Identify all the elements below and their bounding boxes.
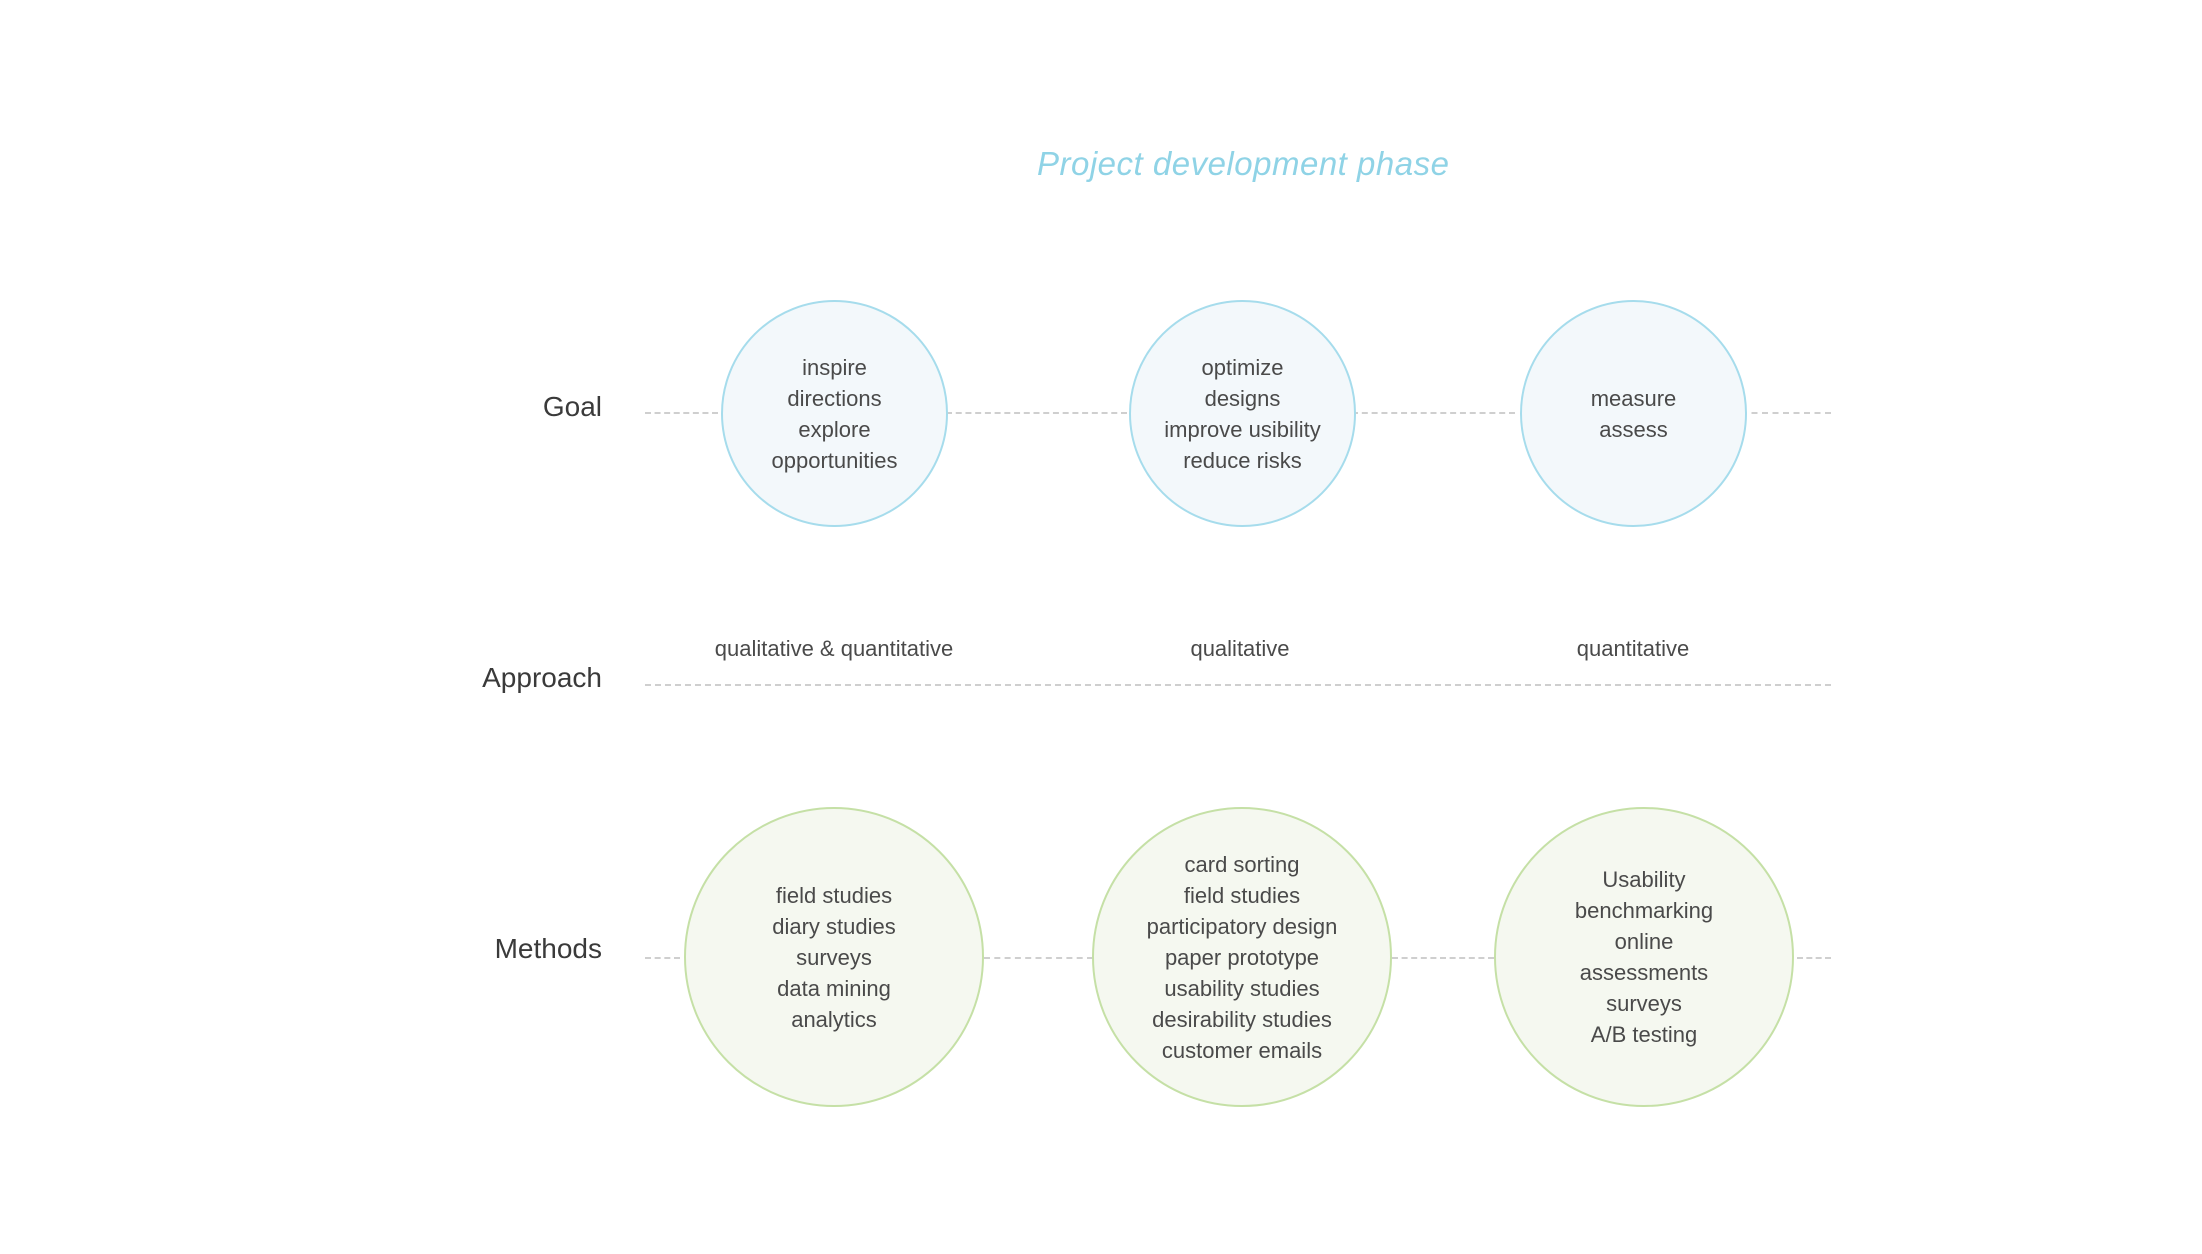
method-text: desirability studies — [1152, 1006, 1332, 1032]
approach-label: qualitative — [1190, 636, 1290, 661]
method-text: data mining — [777, 975, 891, 1001]
method-text: Usability — [1602, 867, 1686, 892]
goal-circle: optimize designs improve usibility reduc… — [1129, 300, 1356, 527]
goal-text: improve usibility — [1164, 416, 1321, 442]
method-circle: card sorting field studies participatory… — [1092, 807, 1392, 1107]
row-label-approach: Approach — [482, 662, 602, 693]
method-text: customer emails — [1161, 1037, 1323, 1063]
methods-connector — [645, 957, 680, 959]
goal-connector — [645, 412, 718, 414]
goal-connector — [946, 412, 1127, 414]
goal-text: directions — [787, 385, 882, 411]
goal-text: optimize — [1201, 354, 1284, 380]
method-text: participatory design — [1146, 913, 1338, 939]
method-text: surveys — [1606, 991, 1682, 1016]
goal-text: assess — [1599, 416, 1668, 442]
method-circle: Usability benchmarking online assessment… — [1494, 807, 1794, 1107]
goal-circle: inspire directions explore opportunities — [721, 300, 948, 527]
method-text: field studies — [775, 882, 893, 908]
goal-circle: measure assess — [1520, 300, 1747, 527]
goal-text: measure — [1590, 385, 1677, 411]
goal-text: reduce risks — [1183, 447, 1302, 473]
method-text: surveys — [796, 944, 872, 970]
methods-connector — [984, 957, 1093, 959]
method-text: analytics — [791, 1006, 877, 1032]
method-text: diary studies — [772, 913, 896, 939]
goal-connector — [1741, 412, 1831, 414]
approach-label: quantitative — [1576, 636, 1690, 661]
method-text: online — [1614, 929, 1674, 954]
method-circle: field studies diary studies surveys data… — [684, 807, 984, 1107]
method-text: card sorting — [1184, 851, 1300, 877]
method-text: assessments — [1579, 960, 1709, 985]
method-text: A/B testing — [1590, 1022, 1698, 1047]
goal-connector — [1352, 412, 1515, 414]
method-text: field studies — [1183, 882, 1301, 908]
row-label-goal: Goal — [542, 391, 602, 422]
method-text: paper prototype — [1164, 944, 1320, 970]
goal-text: designs — [1204, 385, 1281, 411]
diagram-title: Project development phase — [1037, 145, 1450, 182]
row-label-methods: Methods — [494, 933, 602, 964]
goal-text: inspire — [802, 354, 867, 380]
goal-text: explore — [798, 416, 871, 442]
method-text: benchmarking — [1574, 898, 1714, 923]
approach-label: qualitative & quantitative — [714, 636, 954, 661]
methods-connector — [1797, 957, 1831, 959]
approach-line — [645, 684, 1831, 686]
methods-connector — [1392, 957, 1494, 959]
goal-text: opportunities — [771, 447, 898, 473]
method-text: usability studies — [1164, 975, 1320, 1001]
